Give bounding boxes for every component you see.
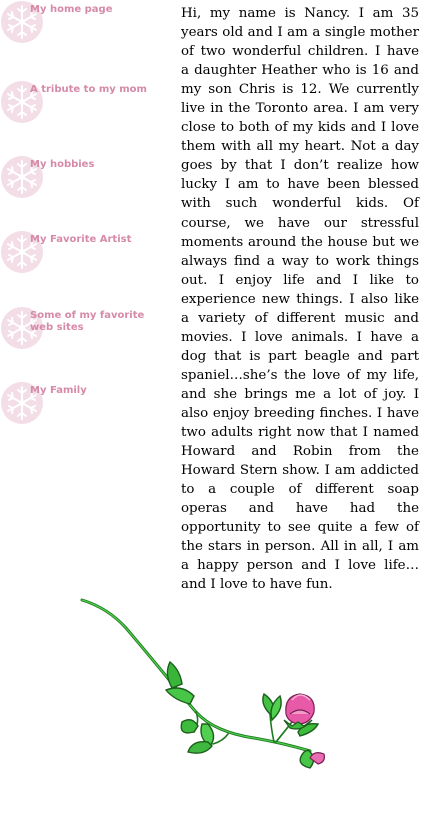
- nav-label: My home page: [30, 4, 113, 15]
- nav-label: Some of my favorite web sites: [30, 310, 145, 333]
- nav-link-tribute-to-mom[interactable]: A tribute to my mom: [0, 80, 160, 126]
- snowflake-icon: [1, 382, 43, 424]
- bio-paragraph: Hi, my name is Nancy. I am 35 years old …: [181, 6, 419, 593]
- nav-link-favorite-artist[interactable]: My Favorite Artist: [0, 230, 160, 276]
- rose-illustration: [80, 598, 325, 769]
- nav-link-favorite-web-sites[interactable]: Some of my favorite web sites: [0, 306, 160, 352]
- nav-link-hobbies[interactable]: My hobbies: [0, 155, 160, 201]
- nav-label: My Family: [30, 385, 87, 396]
- nav-link-home[interactable]: My home page: [0, 0, 160, 46]
- nav-label: A tribute to my mom: [30, 84, 147, 95]
- snowflake-icon: [1, 81, 43, 123]
- snowflake-icon: [1, 1, 43, 43]
- nav-label: My Favorite Artist: [30, 234, 132, 245]
- nav-link-family[interactable]: My Family: [0, 381, 160, 427]
- snowflake-icon: [1, 156, 43, 198]
- snowflake-icon: [1, 231, 43, 273]
- nav-label: My hobbies: [30, 159, 95, 170]
- snowflake-icon: [1, 307, 43, 349]
